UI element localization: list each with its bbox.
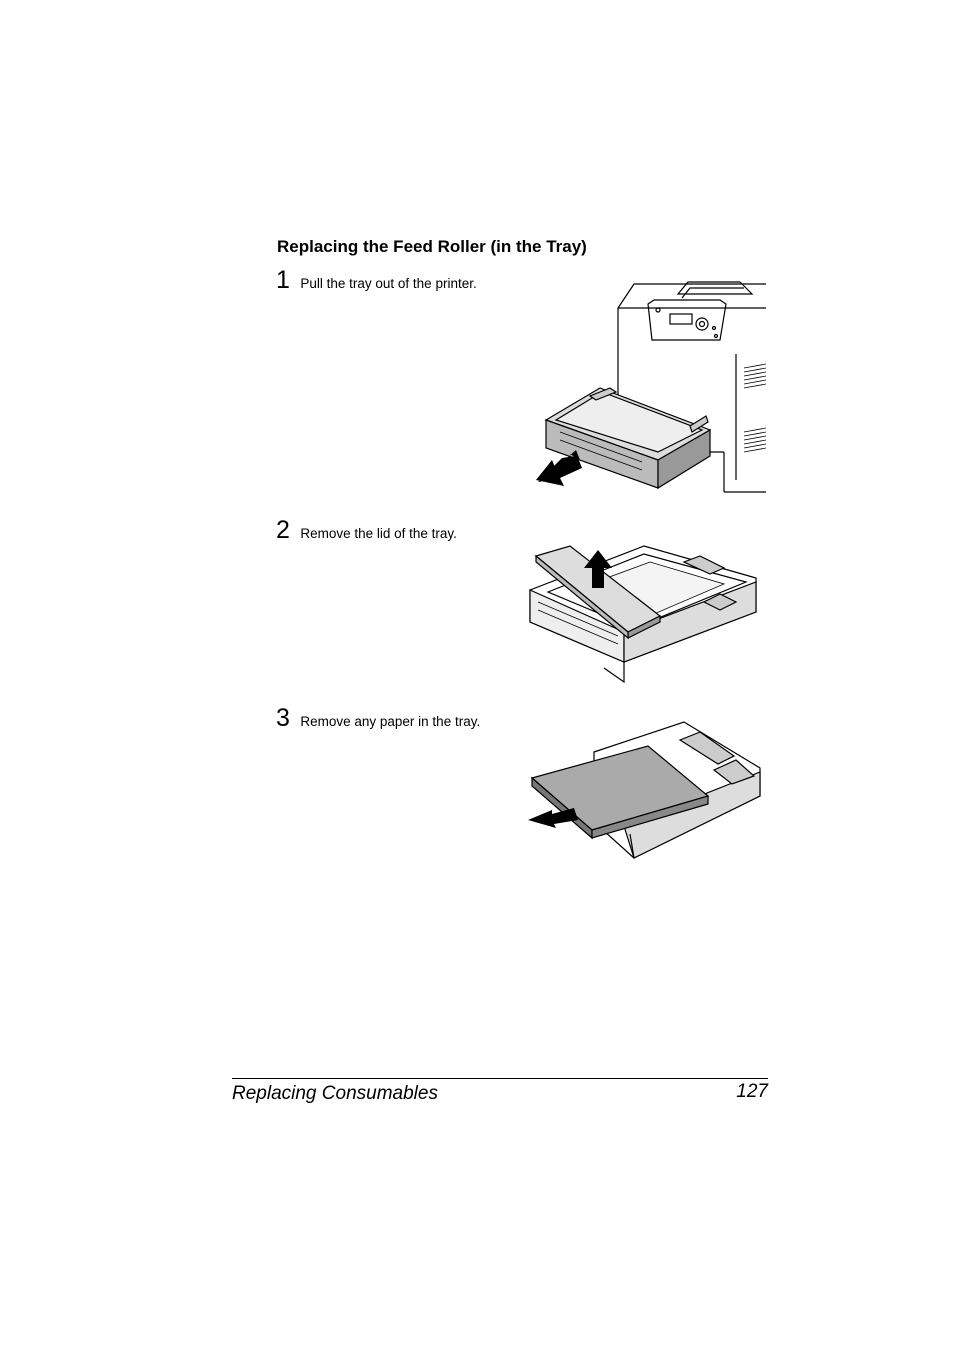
step-2: 2 Remove the lid of the tray.: [276, 518, 506, 543]
step-1-number: 1: [276, 266, 290, 294]
step-3-text: Remove any paper in the tray.: [300, 714, 481, 729]
step-3: 3 Remove any paper in the tray.: [276, 706, 506, 731]
step-1-text: Pull the tray out of the printer.: [300, 276, 477, 291]
figure-remove-paper: [524, 716, 764, 866]
step-3-number: 3: [276, 704, 290, 732]
figure-pull-tray: [530, 280, 766, 495]
section-heading: Replacing the Feed Roller (in the Tray): [277, 237, 587, 256]
step-2-number: 2: [276, 516, 290, 544]
figure-remove-lid: [524, 532, 760, 688]
step-2-text: Remove the lid of the tray.: [300, 526, 457, 541]
footer-chapter-title: Replacing Consumables: [232, 1083, 438, 1104]
footer-divider: [232, 1078, 768, 1079]
step-1: 1 Pull the tray out of the printer.: [276, 268, 506, 293]
footer-page-number: 127: [736, 1081, 768, 1102]
